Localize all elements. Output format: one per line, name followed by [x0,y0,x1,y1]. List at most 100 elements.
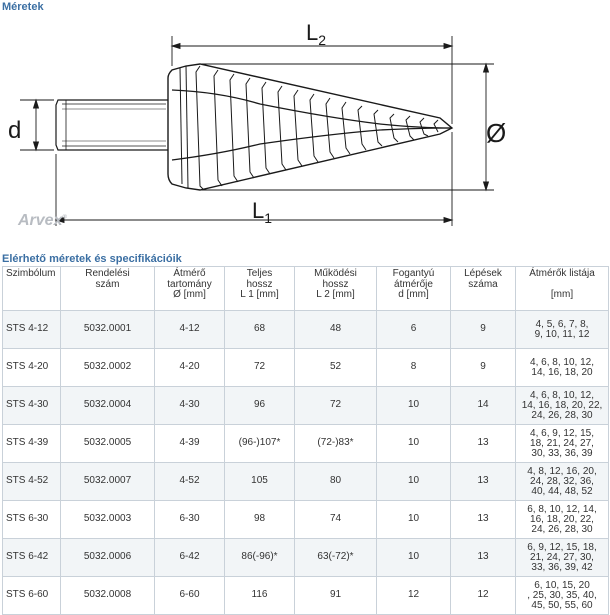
table-cell: 10 [376,538,451,577]
diameter-label: Ø [486,118,506,148]
diameter-list-line: 24, 28, 32, 36, [530,475,594,487]
d-label: d [8,117,21,144]
shank [55,99,173,151]
column-header-line: L 1 [mm] [240,289,279,300]
diameter-list-cell: 4, 6, 9, 12, 15,18, 21, 24, 27,30, 33, 3… [515,424,609,463]
diameter-list-cell: 6, 9, 12, 15, 18,21, 24, 27, 30,33, 36, … [515,538,609,577]
column-header: Átmérők listája [mm] [515,266,609,311]
column-header-line: Ø [mm] [173,289,206,300]
table-cell: 74 [294,500,377,539]
table-cell: 86(-96)* [224,538,295,577]
diameter-list-line: 24, 26, 28, 30 [531,523,593,535]
table-cell: (96-)107* [224,424,295,463]
dimensions-heading: Méretek [2,1,44,13]
table-cell: 98 [224,500,295,539]
diameter-list-cell: 6, 10, 15, 20, 25, 30, 35, 40,45, 50, 55… [515,576,609,615]
diameter-list-line: 6, 10, 15, 20 [534,579,590,591]
diameter-list-line: 4, 6, 9, 12, 15, [530,427,594,439]
column-header-line: Lépések [464,268,502,279]
diameter-list-line: 30, 33, 36, 39 [531,447,593,459]
table-cell: 10 [376,462,451,501]
drill-body [167,63,454,191]
column-header-line: tartomány [167,278,212,290]
column-header-line: hossz [322,278,349,290]
table-cell: 10 [376,424,451,463]
diameter-list-cell: 6, 8, 10, 12, 14,16, 18, 20, 22,24, 26, … [515,500,609,539]
table-cell: 13 [450,500,516,539]
table-cell: 9 [450,348,516,387]
column-header-line: L 2 [mm] [316,289,355,300]
table-cell: 105 [224,462,295,501]
table-cell: 5032.0004 [60,386,155,425]
table-cell: 48 [294,310,377,349]
table-cell: STS 4-52 [2,462,61,501]
table-cell: (72-)83* [294,424,377,463]
table-cell: 91 [294,576,377,615]
table-cell: 4-12 [154,310,225,349]
table-cell: 4-30 [154,386,225,425]
l1-label: L1 [252,198,272,226]
table-cell: 6-30 [154,500,225,539]
column-header: Szimbólum [2,266,61,311]
column-header-line: [mm] [550,289,574,300]
table-cell: 12 [450,576,516,615]
column-header-line: szám [95,278,120,290]
table-cell: 72 [294,386,377,425]
column-header-line: átmérője [394,278,433,290]
table-cell: 13 [450,424,516,463]
table-cell: 5032.0003 [60,500,155,539]
diameter-list-line: 9, 10, 11, 12 [534,328,590,340]
table-cell: 80 [294,462,377,501]
table-cell: STS 6-60 [2,576,61,615]
column-header-line: Működési [314,268,357,279]
table-cell: 6-42 [154,538,225,577]
diameter-list-cell: 4, 6, 8, 10, 12,14, 16, 18, 20 [515,348,609,387]
table-cell: 6-60 [154,576,225,615]
diameter-list-line: 6, 9, 12, 15, 18, [527,541,597,553]
table-cell: STS 4-39 [2,424,61,463]
column-header-line: száma [468,278,498,290]
diameter-list-line: 4, 8, 12, 16, 20, [527,465,597,477]
diameter-list-line: 6, 8, 10, 12, 14, [527,503,597,515]
table-cell: 9 [450,310,516,349]
logo-mark: ® [62,214,67,221]
table-cell: 8 [376,348,451,387]
table-cell: 10 [376,386,451,425]
column-header-line: Szimbólum [6,268,56,279]
diameter-list-line: 21, 24, 27, 30, [530,551,594,563]
table-cell: 63(-72)* [294,538,377,577]
diameter-list-line: 4, 6, 8, 10, 12, [530,389,594,401]
diameter-list-line: 16, 18, 20, 22, [530,513,594,525]
column-header-line: Átmérő [173,268,206,279]
table-cell: 5032.0007 [60,462,155,501]
table-cell: STS 4-20 [2,348,61,387]
diameter-list-line: 18, 21, 24, 27, [530,437,594,449]
table-cell: 6 [376,310,451,349]
diameter-list-line: 40, 44, 48, 52 [531,485,593,497]
specs-heading: Elérhető méretek és specifikációik [2,253,182,265]
table-cell: 14 [450,386,516,425]
table-cell: 5032.0005 [60,424,155,463]
column-header-line: Rendelési [85,268,130,279]
table-cell: STS 6-30 [2,500,61,539]
table-cell: 72 [224,348,295,387]
table-cell: STS 4-30 [2,386,61,425]
column-header-line: Átmérők listája [529,268,595,279]
table-cell: 52 [294,348,377,387]
column-header-line: Fogantyú [392,268,435,279]
diameter-list-cell: 4, 6, 8, 10, 12,14, 16, 18, 20, 22,24, 2… [515,386,609,425]
diameter-list-line: 14, 16, 18, 20 [531,366,593,378]
column-header-line: hossz [246,278,273,290]
